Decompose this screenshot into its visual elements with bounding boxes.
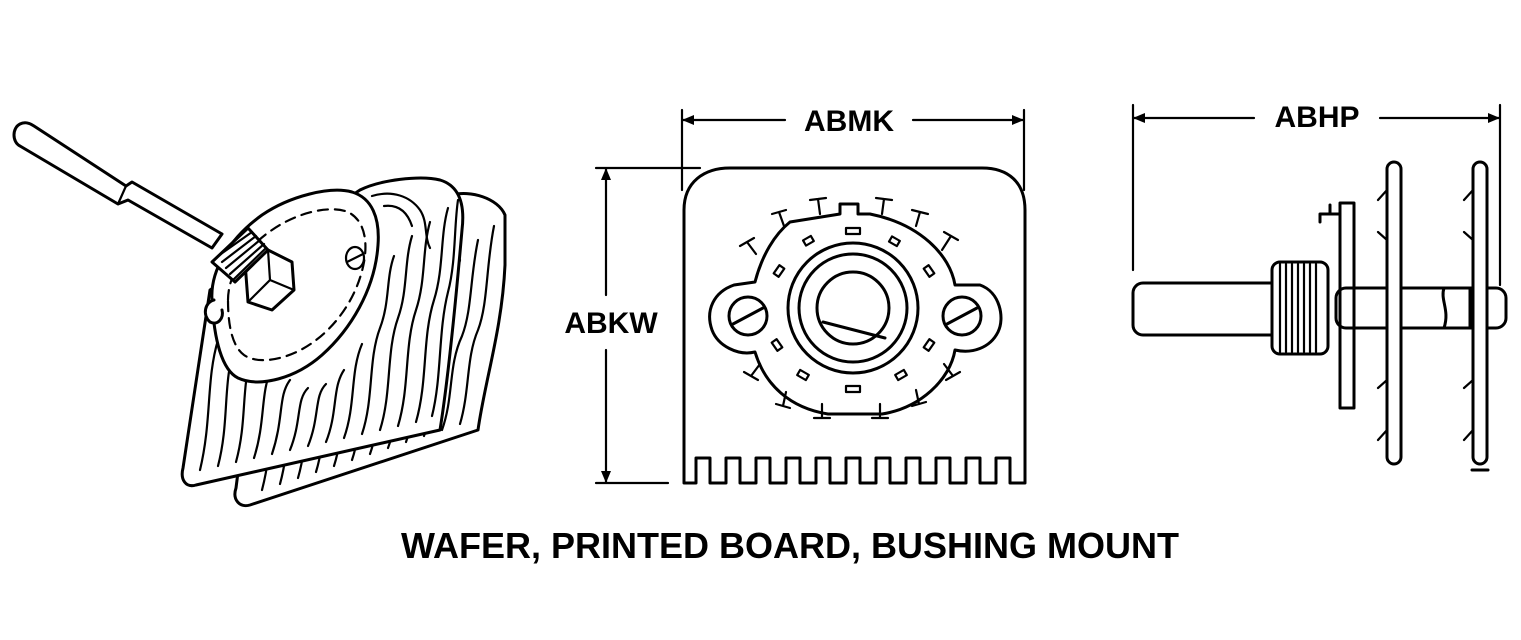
contact-ring: [708, 202, 1003, 416]
shaft-end: [815, 270, 891, 346]
bushing-outer-ring: [786, 241, 920, 375]
terminal-slots: [770, 226, 936, 394]
right-mount-screw-icon: [941, 295, 983, 337]
contact-clips: [1376, 188, 1475, 442]
left-mount-screw-icon: [727, 295, 769, 337]
side-wafer-1: [1385, 160, 1403, 466]
height-label: ABKW: [564, 307, 658, 340]
shaft-flat: [821, 320, 887, 340]
depth-label: ABHP: [1274, 101, 1359, 134]
bushing-mid-ring: [797, 252, 909, 364]
side-shaft: [1131, 281, 1285, 337]
rotary-shaft: [12, 121, 224, 250]
side-view: ABHP: [1131, 101, 1508, 472]
terminal-lugs: [738, 196, 962, 420]
bushing-threads: [1278, 262, 1318, 354]
depth-dimension: [1131, 103, 1502, 287]
diagram-title: WAFER, PRINTED BOARD, BUSHING MOUNT: [401, 525, 1179, 566]
side-wafer-2: [1471, 160, 1489, 466]
isometric-view: [12, 121, 507, 508]
width-label: ABMK: [804, 105, 894, 138]
width-dimension: [680, 108, 1026, 192]
height-dimension: [594, 166, 702, 485]
wafer-outline: [682, 166, 1027, 485]
front-view: ABMK ABKW: [564, 105, 1027, 485]
side-mount-plate: [1338, 201, 1356, 410]
threaded-bushing: [210, 226, 270, 284]
